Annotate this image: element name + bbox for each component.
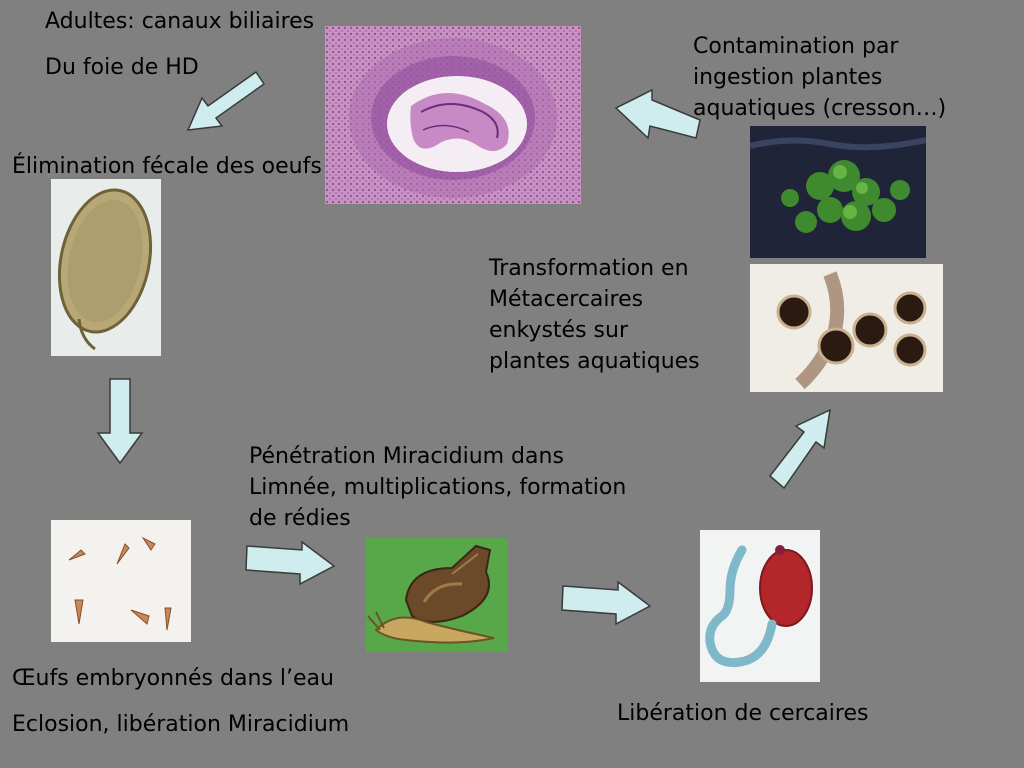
snail-image (366, 538, 508, 652)
transformation-line-2: Métacercaires (489, 287, 644, 312)
contamination-line-3: aquatiques (cresson…) (693, 96, 947, 121)
contamination-line-1: Contamination par (693, 34, 899, 59)
penetration-label: Pénétration Miracidium dans Limnée, mult… (249, 441, 626, 534)
penetration-line-3: de rédies (249, 506, 351, 531)
arrow-adult-to-egg (186, 70, 266, 131)
embryonated-eggs-label: Œufs embryonnés dans l’eau (12, 666, 334, 691)
miracidia-image (51, 520, 191, 642)
liver-label: Du foie de HD (45, 55, 199, 80)
transformation-label: Transformation en Métacercaires enkystés… (489, 253, 700, 377)
transformation-line-1: Transformation en (489, 256, 689, 281)
metacercariae-image (750, 264, 943, 392)
transformation-line-4: plantes aquatiques (489, 349, 700, 374)
transformation-line-3: enkystés sur (489, 318, 628, 343)
bile-duct-histology-image (325, 26, 581, 204)
contamination-label: Contamination par ingestion plantes aqua… (693, 31, 946, 124)
hatching-label: Eclosion, libération Miracidium (12, 712, 350, 737)
adults-label: Adultes: canaux biliaires (45, 9, 315, 34)
cercariae-label: Libération de cercaires (617, 701, 869, 726)
contamination-line-2: ingestion plantes (693, 65, 883, 90)
egg-image (51, 179, 161, 356)
arrow-egg-to-water (96, 378, 144, 465)
elimination-label: Élimination fécale des oeufs (12, 154, 322, 179)
arrow-miracidium-to-snail (245, 540, 336, 586)
penetration-line-1: Pénétration Miracidium dans (249, 444, 564, 469)
penetration-line-2: Limnée, multiplications, formation (249, 475, 627, 500)
arrow-snail-to-cercariae (561, 580, 652, 626)
arrow-contamination-to-adult (614, 88, 701, 140)
watercress-image (750, 126, 926, 258)
cercaria-image (700, 530, 820, 682)
arrow-cercariae-to-metacercariae (768, 408, 831, 490)
